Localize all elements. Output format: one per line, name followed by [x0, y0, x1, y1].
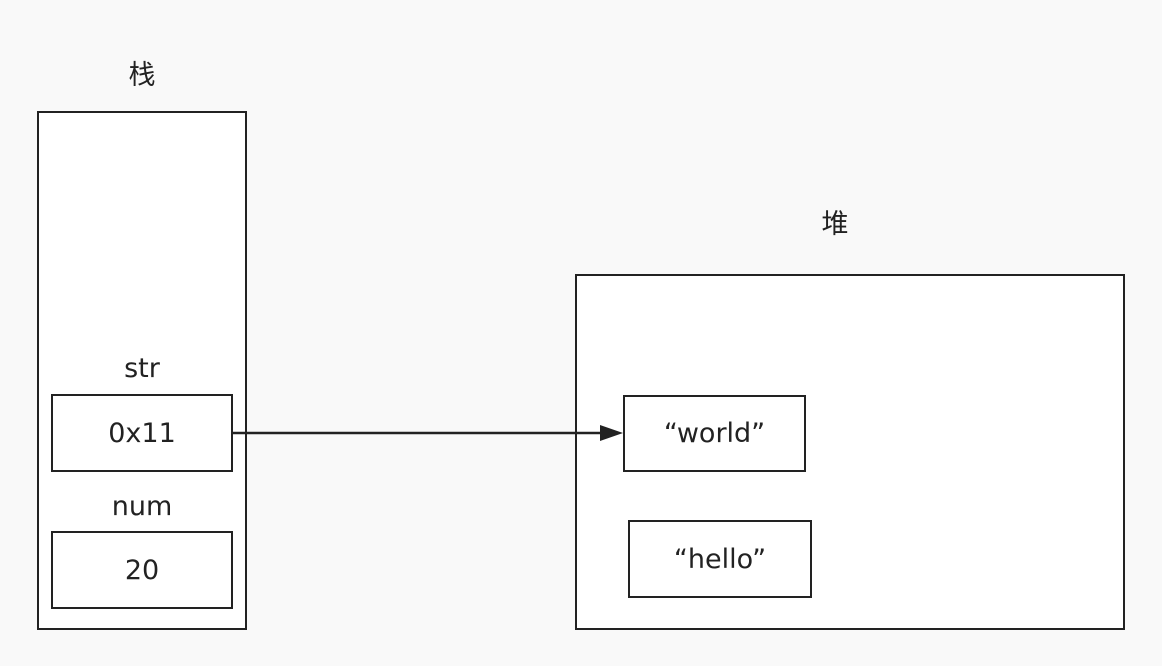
stack-title: 栈 [128, 60, 156, 91]
stack-variable-label-str: str [124, 353, 160, 384]
stack-cell-num: 20 [51, 531, 233, 609]
stack-cell-str: 0x11 [51, 394, 233, 472]
heap-title: 堆 [821, 209, 849, 240]
heap-object-world: “world” [623, 395, 806, 472]
heap-object-hello: “hello” [628, 520, 812, 598]
stack-variable-label-num: num [111, 491, 173, 522]
